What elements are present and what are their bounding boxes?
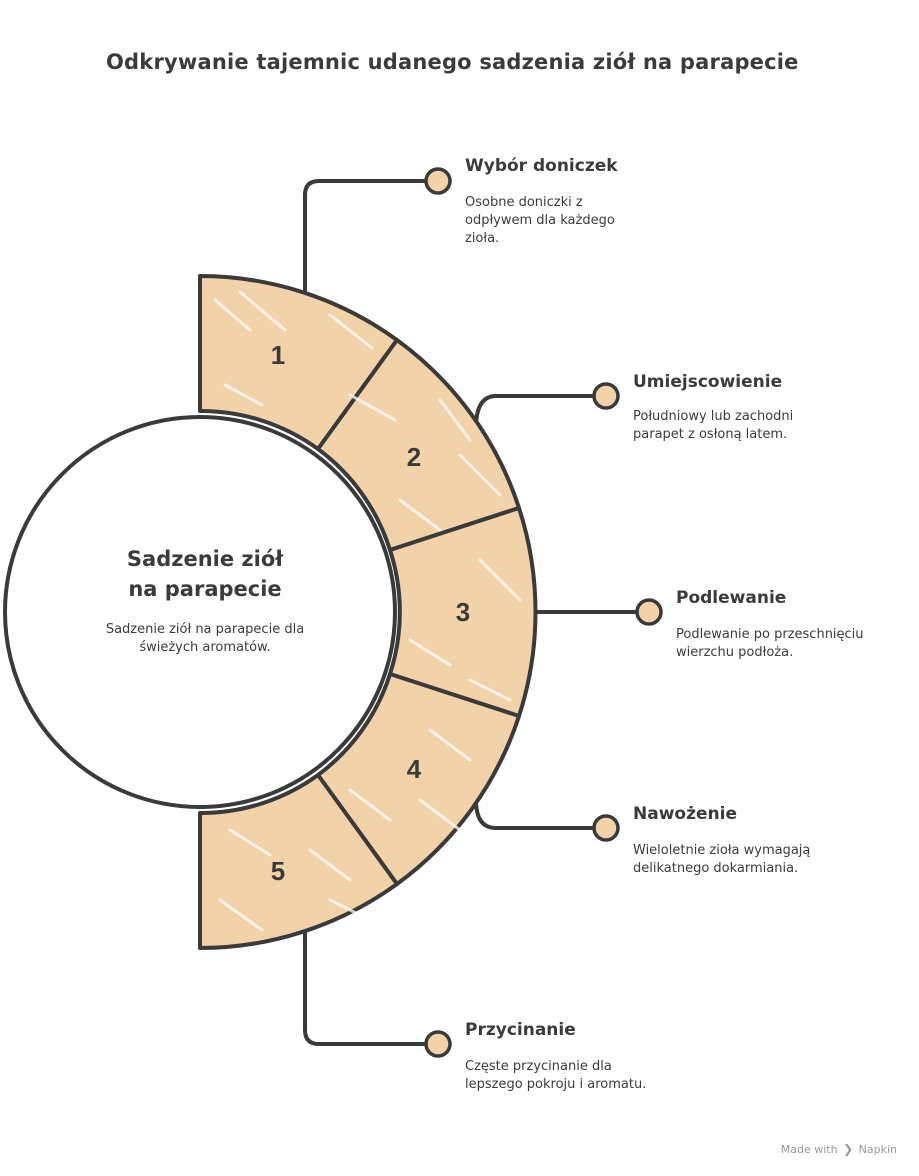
step-title-1: Wybór doniczek (465, 156, 618, 176)
step-description-1: Osobne doniczki z odpływem dla każdego z… (465, 195, 615, 246)
step-title-5: Przycinanie (465, 1020, 576, 1040)
segment-number-3: 3 (456, 597, 470, 627)
step-description-3: Podlewanie po przeschnięciu wierzchu pod… (676, 627, 864, 660)
step-title-4: Nawożenie (633, 804, 737, 824)
connector-dot-4 (592, 814, 620, 842)
center-description: Sadzenie ziół na parapecie dla świeżych … (105, 622, 305, 655)
napkin-brand: Napkin (858, 1143, 897, 1156)
connector-4 (474, 798, 594, 830)
center-title-line-1: Sadzenie ziół (126, 547, 284, 571)
segment-number-1: 1 (271, 340, 285, 370)
napkin-logo-icon: ❯ (843, 1142, 854, 1156)
connector-dot-1 (424, 167, 452, 195)
step-title-2: Umiejscowienie (633, 372, 783, 392)
step-description-4: Wieloletnie zioła wymagają delikatnego d… (633, 843, 811, 876)
made-with-napkin[interactable]: Made with ❯ Napkin (781, 1142, 897, 1156)
center-circle (3, 415, 397, 809)
page-title: Odkrywanie tajemnic udanego sadzenia zió… (106, 50, 799, 74)
center-title: Sadzenie ziół na parapecie (60, 544, 350, 604)
segment-5 (198, 773, 399, 950)
step-description-2: Południowy lub zachodni parapet z osłoną… (633, 409, 794, 442)
ring (198, 274, 538, 950)
connector-dot-3 (635, 598, 663, 626)
center-title-line-2: na parapecie (128, 577, 282, 601)
connector-1 (303, 179, 427, 294)
made-with-label: Made with (780, 1143, 838, 1156)
segment-number-5: 5 (271, 856, 285, 886)
connector-dot-5 (424, 1030, 452, 1058)
connector-2 (474, 394, 594, 430)
segment-number-2: 2 (407, 442, 421, 472)
step-title-3: Podlewanie (676, 588, 787, 608)
connector-dot-2 (592, 382, 620, 410)
connector-5 (303, 930, 427, 1046)
segment-number-4: 4 (407, 754, 422, 784)
step-description-5: Częste przycinanie dla lepszego pokroju … (465, 1059, 647, 1092)
